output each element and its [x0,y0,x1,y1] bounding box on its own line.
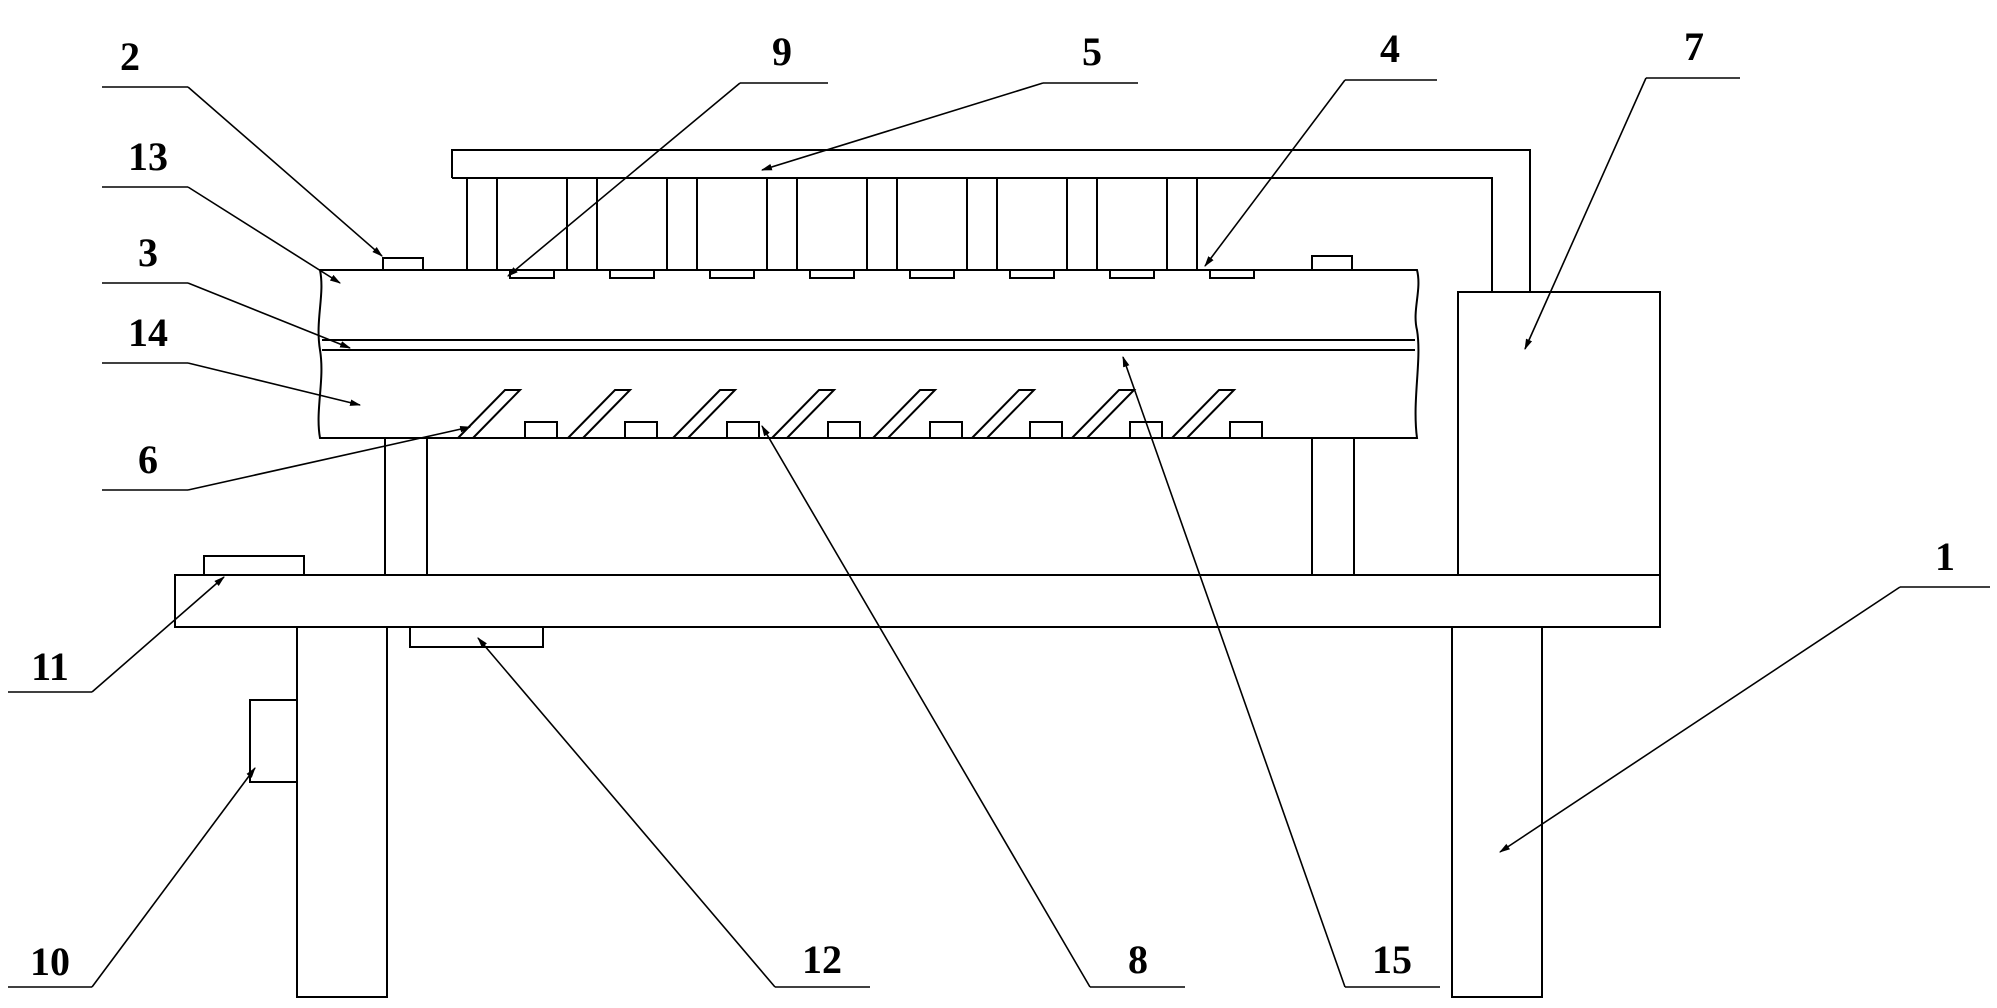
left-post [384,437,428,576]
right-leg [1451,626,1543,998]
baffles [457,389,1237,439]
leader-9 [507,82,741,277]
label-14: 14 [128,310,168,355]
trough-body [317,269,1420,439]
upper-bracket [451,149,1531,292]
leader-12 [477,637,776,988]
leader-5 [760,82,1044,171]
label-7: 7 [1684,24,1704,69]
label-13: 13 [128,134,168,179]
bottom-block [726,421,760,439]
leader-4 [1204,79,1346,267]
label-11: 11 [31,644,69,689]
leader-10 [91,767,256,988]
bottom-block [624,421,658,439]
label-3: 3 [138,230,158,275]
spray-head [509,269,555,279]
spray-head [809,269,855,279]
leader-8 [761,425,1091,988]
control-box [1457,291,1661,576]
label-8: 8 [1128,937,1148,982]
spray-head [909,269,955,279]
main-trough [317,255,1420,439]
leader-3 [187,282,352,349]
leader-1 [1499,586,1901,853]
spray-head [1009,269,1055,279]
label-4: 4 [1380,26,1400,71]
part-numbers: 2 13 3 14 6 11 10 9 5 4 7 1 12 8 15 [30,24,1955,984]
label-10: 10 [30,939,70,984]
side-motor [249,699,298,783]
frame [174,291,1661,998]
top-block-left [203,555,305,576]
leader-15 [1122,355,1346,988]
spray-head [1109,269,1155,279]
label-5: 5 [1082,29,1102,74]
under-block [409,626,544,648]
base-plate [174,574,1661,628]
label-9: 9 [772,29,792,74]
leader-2 [187,86,383,257]
leader-11 [91,576,225,693]
bottom-block [929,421,963,439]
spray-head [709,269,755,279]
leader-6 [187,425,472,491]
bottom-block [1029,421,1063,439]
bottom-block [827,421,861,439]
leaders [8,77,1990,988]
leader-7 [1524,77,1647,351]
leader-14 [187,362,362,406]
top-nozzle [382,257,424,271]
right-post [1311,437,1355,576]
leader-13 [187,186,341,284]
bottom-block [1229,421,1263,439]
label-12: 12 [802,937,842,982]
top-nozzle [1311,255,1353,271]
left-leg [296,626,388,998]
label-15: 15 [1372,937,1412,982]
spray-head [1209,269,1255,279]
label-6: 6 [138,437,158,482]
bottom-block [524,421,558,439]
label-1: 1 [1935,534,1955,579]
label-2: 2 [120,34,140,79]
spray-head [609,269,655,279]
